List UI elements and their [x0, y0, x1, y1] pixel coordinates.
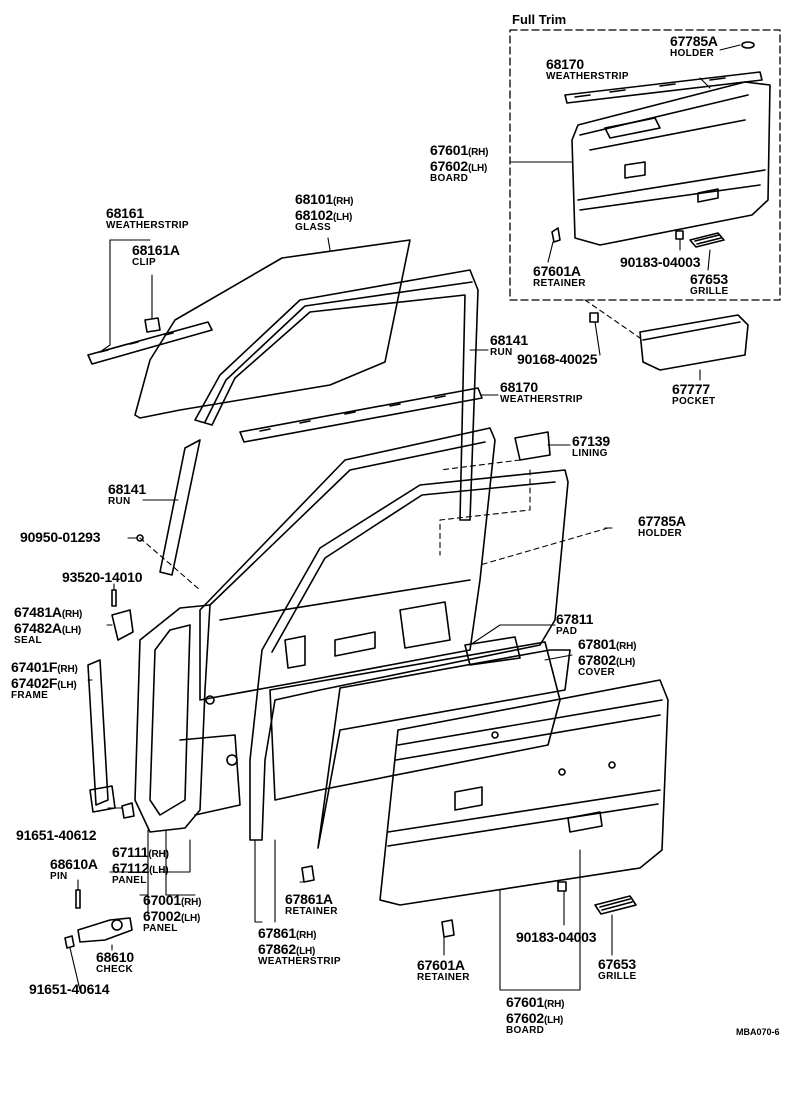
callout-67601-top: 67601(RH) 67602(LH) BOARD: [430, 142, 489, 184]
screw-90168-part: [589, 312, 599, 323]
callout-67653-bottom: 67653 GRILLE: [598, 956, 637, 982]
callout-90183-top: 90183-04003: [620, 254, 701, 270]
callout-67001: 67001(RH) 67002(LH) PANEL: [143, 892, 202, 934]
callout-67861: 67861(RH) 67862(LH) WEATHERSTRIP: [258, 925, 341, 967]
grille-top-part: [689, 232, 725, 248]
leader-lines: [69, 44, 741, 991]
callout-68170-top: 68170 WEATHERSTRIP: [546, 56, 629, 82]
diagram-code: MBA070-6: [736, 1027, 780, 1037]
callout-67481A: 67481A(RH) 67482A(LH) SEAL: [14, 604, 83, 646]
door-shell-part: [199, 427, 496, 701]
callout-67801: 67801(RH) 67802(LH) COVER: [578, 636, 637, 678]
pin-part: [75, 889, 81, 909]
clip-68161A-part: [144, 317, 161, 333]
door-weatherstrip-part: [249, 469, 569, 841]
callout-68141-left: 68141 RUN: [108, 481, 146, 507]
callout-68610: 68610 CHECK: [96, 949, 134, 975]
full-trim-title: Full Trim: [512, 12, 567, 27]
clip-bottom-part: [557, 881, 567, 892]
callout-67785A-top: 67785A HOLDER: [670, 33, 718, 59]
outer-weatherstrip-part: [87, 321, 213, 365]
retainer-67861A-part: [301, 865, 315, 883]
dashed-leaders: [139, 469, 609, 591]
callout-91651-40614: 91651-40614: [29, 981, 110, 997]
callout-68101: 68101(RH) 68102(LH) GLASS: [295, 191, 354, 233]
retainer-bottom-part: [441, 919, 455, 938]
callout-67601-bottom: 67601(RH) 67602(LH) BOARD: [506, 994, 565, 1036]
callout-67861A: 67861A RETAINER: [285, 891, 338, 917]
callout-67601A-bottom: 67601A RETAINER: [417, 957, 470, 983]
callout-68161A: 68161A CLIP: [132, 242, 180, 268]
callout-67811: 67811 PAD: [556, 611, 594, 637]
pad-part: [464, 636, 521, 666]
door-check-part: [77, 917, 133, 943]
screw-93520-part: [111, 589, 117, 607]
lining-part: [514, 431, 551, 461]
retainer-top-part: [551, 227, 561, 243]
callout-68170-mid: 68170 WEATHERSTRIP: [500, 379, 583, 405]
clip-top-part: [675, 230, 684, 240]
callout-67785A-mid: 67785A HOLDER: [638, 513, 686, 539]
callout-67139: 67139 LINING: [572, 433, 610, 459]
door-glass-part: [134, 239, 411, 419]
door-trim-board-part: [317, 649, 669, 906]
full-trim-box: [509, 29, 781, 301]
callout-67653-top: 67653 GRILLE: [690, 271, 729, 297]
cover-part: [269, 641, 561, 801]
callout-67401F: 67401F(RH) 67402F(LH) FRAME: [11, 659, 78, 701]
callout-68161: 68161 WEATHERSTRIP: [106, 205, 189, 231]
holder-top-part: [741, 41, 755, 49]
board-top-part: [571, 81, 771, 246]
callout-90950: 90950-01293: [20, 529, 101, 545]
callout-90168: 90168-40025: [517, 351, 598, 367]
weatherstrip-top-part: [564, 71, 763, 104]
callout-67111: 67111(RH) 67112(LH) PANEL: [112, 844, 169, 886]
frame-part: [87, 659, 116, 813]
glass-run-front-part: [159, 439, 201, 576]
bolt-91651-40612-part: [121, 802, 135, 819]
callout-68610A: 68610A PIN: [50, 856, 98, 882]
callout-90183-bottom: 90183-04003: [516, 929, 597, 945]
callout-67601A-top: 67601A RETAINER: [533, 263, 586, 289]
callout-91651-40612: 91651-40612: [16, 827, 97, 843]
callout-67777: 67777 POCKET: [672, 381, 716, 407]
grille-bottom-part: [594, 895, 637, 915]
inner-panel-part: [134, 604, 241, 833]
inner-weatherstrip-part: [239, 387, 483, 443]
bolt-91651-40614-part: [64, 935, 75, 949]
glass-run-upper-part: [194, 269, 479, 521]
pocket-part: [639, 314, 749, 371]
callout-93520: 93520-14010: [62, 569, 143, 585]
seal-part: [111, 609, 134, 641]
callout-68141-right: 68141 RUN: [490, 332, 528, 358]
